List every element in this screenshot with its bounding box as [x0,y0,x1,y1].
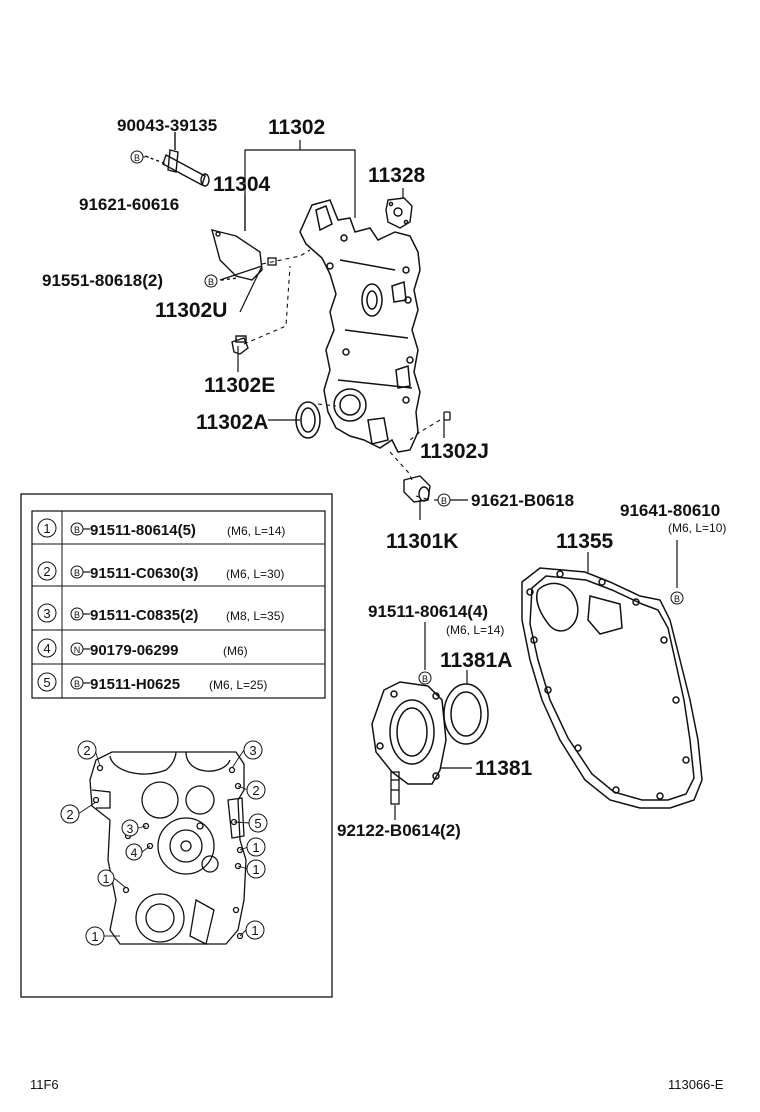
position-marker: 1 [252,862,259,877]
position-marker: 4 [131,846,138,860]
legend-num: 3 [43,606,50,621]
bolt-marker-icon: B [208,277,214,287]
position-marker: 1 [91,929,98,944]
callout-91511-80614-4: 91511-80614(4) [368,602,488,621]
legend-row: 5 B 91511-H0625 (M6, L=25) [37,672,267,693]
pin-11302J-drawing [443,411,451,421]
callout-11302U: 11302U [155,299,227,322]
callout-90043: 90043-39135 [117,116,217,135]
position-marker: 3 [249,743,256,758]
position-marker: 2 [252,783,259,798]
seal-11381A-drawing [443,683,489,745]
position-markers [60,740,268,946]
legend-part: 91511-C0835(2) [90,607,198,624]
legend-spec: (M6, L=30) [226,567,284,581]
callout-11302J: 11302J [420,440,489,463]
legend-row: 3 B 91511-C0835(2) (M8, L=35) [37,603,284,624]
bolt-marker-icon: B [674,594,680,604]
plug-11302E-drawing [231,335,249,355]
union-11301K-drawing [403,475,431,503]
legend-num: 2 [43,564,50,579]
position-marker: 1 [252,840,259,855]
bolt-icon: B [74,525,80,535]
position-marker: 5 [254,816,261,831]
callout-11301K: 11301K [386,530,458,553]
legend-spec: (M8, L=35) [226,609,284,623]
callout-91641: 91641-80610 [620,501,720,520]
legend-box [20,493,333,998]
legend-num: 1 [43,521,50,536]
bolt-marker-icon: B [422,674,428,684]
position-marker: 3 [127,822,134,836]
callout-11381: 11381 [475,757,533,780]
pin-90043-drawing [144,132,210,187]
plate-11304-drawing [211,195,263,281]
callout-11302E: 11302E [204,374,275,397]
legend-row: 4 N 90179-06299 (M6) [37,638,248,659]
legend-spec: (M6, L=25) [209,678,267,692]
assembly-dashes [243,249,441,501]
legend-part: 91511-C0630(3) [90,565,198,582]
bolt-91551-drawing [219,257,277,281]
bolt-icon: B [74,610,80,620]
callout-11302: 11302 [268,116,325,139]
bolt-marker-icon: B [134,153,140,163]
callout-91621-60616: 91621-60616 [79,195,179,214]
timing-cover-11302-drawing [299,199,421,453]
callout-11355: 11355 [556,530,614,553]
legend-num: 5 [43,675,50,690]
footer-page-code: 11F6 [30,1077,59,1092]
position-marker: 1 [251,923,258,938]
position-marker: 2 [83,743,90,758]
legend-spec: (M6) [223,644,248,658]
leader-lines [237,140,678,820]
bolt-icon: B [74,679,80,689]
nut-icon: N [74,645,81,655]
bolt-icon: B [74,568,80,578]
callout-11304: 11304 [213,173,271,196]
position-leaders [77,749,251,937]
callout-11302A: 11302A [196,411,268,434]
stud-92122-drawing [390,771,400,805]
callout-11328: 11328 [368,164,426,187]
bolt-position-diagram [89,751,247,945]
callout-11381A: 11381A [440,649,512,672]
legend-row: 2 B 91511-C0630(3) (M6, L=30) [37,561,284,582]
position-marker: 1 [103,872,110,886]
position-marker: 2 [66,807,73,822]
retainer-11381-drawing [371,681,447,785]
seal-11302A-drawing [295,401,321,439]
footer-illustration-number: 113066-E [668,1077,724,1092]
callout-92122: 92122-B0614(2) [337,821,461,840]
legend-row: 1 B 91511-80614(5) (M6, L=14) [37,518,285,539]
callout-91511-spec: (M6, L=14) [446,623,504,637]
callout-91551: 91551-80618(2) [42,271,163,290]
legend-part: 91511-80614(5) [90,522,196,539]
bolt-marker-icon: B [441,496,447,506]
legend-spec: (M6, L=14) [227,524,285,538]
callout-91641-spec: (M6, L=10) [668,521,726,535]
gasket-11328-drawing [385,197,413,229]
plate-11355-drawing [521,567,703,809]
callout-91621-B0618: 91621-B0618 [471,491,574,510]
legend-part: 91511-H0625 [90,676,180,693]
legend-part: 90179-06299 [90,642,178,659]
legend-num: 4 [43,641,50,656]
